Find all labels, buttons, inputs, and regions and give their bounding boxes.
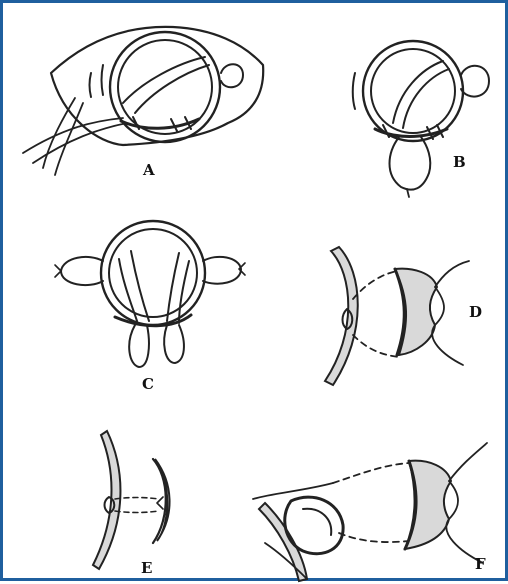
panel-a: A — [23, 27, 263, 179]
panel-label-a: A — [142, 161, 155, 179]
panel-d: D — [325, 247, 482, 385]
panel-label-d: D — [469, 303, 482, 321]
panel-label-b: B — [453, 153, 466, 171]
panel-e: E — [93, 431, 170, 577]
panel-c: C — [55, 221, 245, 393]
panel-b: B — [353, 41, 489, 197]
panel-label-e: E — [141, 559, 152, 577]
panel-label-f: F — [475, 555, 486, 573]
surgical-illustration: A B C — [3, 3, 508, 584]
panel-label-c: C — [142, 375, 154, 393]
panel-f: F — [253, 443, 487, 581]
